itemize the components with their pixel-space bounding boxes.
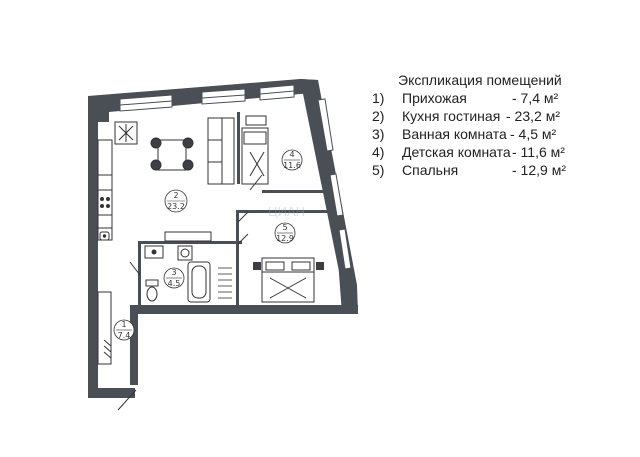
legend-row-name: Прихожая <box>402 90 467 106</box>
kids-bed <box>241 127 269 185</box>
bath-door <box>237 233 249 245</box>
room-label-4: 4 11.6 <box>281 149 303 171</box>
legend-row-name: Спальня <box>402 162 459 178</box>
entrance-door <box>117 389 137 411</box>
wardrobe <box>164 231 212 242</box>
window-6 <box>338 228 352 270</box>
bedroom-door <box>237 211 249 223</box>
room-4-area: 11.6 <box>283 161 301 170</box>
bottom-left-wall <box>88 388 135 398</box>
legend-row-number: 3) <box>372 126 385 142</box>
legend-title: Экспликация помещений <box>398 72 562 88</box>
interior-walls <box>138 112 333 308</box>
kids-door <box>249 174 263 191</box>
legend-row-area: - 11,6 м² <box>512 144 565 160</box>
room-5-area: 12.9 <box>276 234 294 243</box>
toilet-icon <box>145 279 159 302</box>
window-4 <box>317 98 334 152</box>
watermark: ЦИАН <box>268 204 305 219</box>
room-3-area: 4.5 <box>168 279 181 288</box>
wall-4-left <box>237 112 240 184</box>
legend-row: 4) Детская комната - 11,6 м² <box>372 144 634 162</box>
legend-row: 1) Прихожая - 7,4 м² <box>372 90 634 108</box>
legend-row-number: 5) <box>372 162 385 178</box>
room-label-1: 1 7.4 <box>113 319 135 341</box>
doors <box>117 174 263 411</box>
legend-row-name: Кухня гостиная <box>402 108 501 124</box>
legend-row-area: - 7,4 м² <box>512 90 559 106</box>
wall-2-5 <box>237 210 333 213</box>
room-label-5: 5 12.9 <box>274 222 296 244</box>
room-2-area: 23.2 <box>167 202 185 211</box>
room-1-area: 7.4 <box>118 331 131 340</box>
wall-4-bottom <box>262 190 332 193</box>
double-bed <box>261 257 315 303</box>
hall-door <box>129 261 141 276</box>
hood-fan-icon <box>114 121 138 145</box>
heated-towel-rail <box>218 267 232 299</box>
washing-machine-icon <box>177 245 193 261</box>
legend-row: 3) Ванная комната - 4,5 м² <box>372 126 634 144</box>
room-5-number: 5 <box>282 223 287 232</box>
kids-desk <box>245 115 267 126</box>
wall-bath-right <box>236 210 239 308</box>
room-2-number: 2 <box>173 191 178 200</box>
legend-row: 5) Спальня - 12,9 м² <box>372 162 634 180</box>
room-3-number: 3 <box>171 268 176 277</box>
stove-icon <box>100 197 110 208</box>
room-4-number: 4 <box>289 150 294 159</box>
hallway-wardrobe <box>97 291 112 365</box>
room-1-number: 1 <box>121 320 126 329</box>
windows <box>119 84 352 270</box>
sofa <box>207 117 235 185</box>
hallway-wall <box>130 305 138 385</box>
wall-bath-top <box>138 241 242 244</box>
right-lower-wall <box>338 260 358 314</box>
legend-row-area: - 23,2 м² <box>506 108 560 124</box>
bath-sink-icon <box>144 245 164 259</box>
legend-row-area: - 4,5 м² <box>510 126 557 142</box>
legend-row-number: 2) <box>372 108 385 124</box>
window-5 <box>329 173 344 217</box>
legend-row: 2) Кухня гостиная - 23,2 м² <box>372 108 634 126</box>
kitchen-counter <box>97 139 113 241</box>
left-wall <box>88 110 98 398</box>
nightstands <box>253 262 324 270</box>
kitchen-sink-icon <box>99 231 110 241</box>
legend-row-number: 4) <box>372 144 385 160</box>
legend-row-area: - 12,9 м² <box>512 162 566 178</box>
dining-table <box>150 137 194 171</box>
bottom-wall <box>135 305 358 314</box>
legend-row-name: Детская комната <box>402 144 511 160</box>
room-label-3: 3 4.5 <box>163 267 185 289</box>
room-label-2: 2 23.2 <box>164 189 188 213</box>
bathtub <box>187 261 211 303</box>
legend-row-number: 1) <box>372 90 385 106</box>
legend-row-name: Ванная комната <box>402 126 507 142</box>
wall-bath-left <box>138 241 141 305</box>
